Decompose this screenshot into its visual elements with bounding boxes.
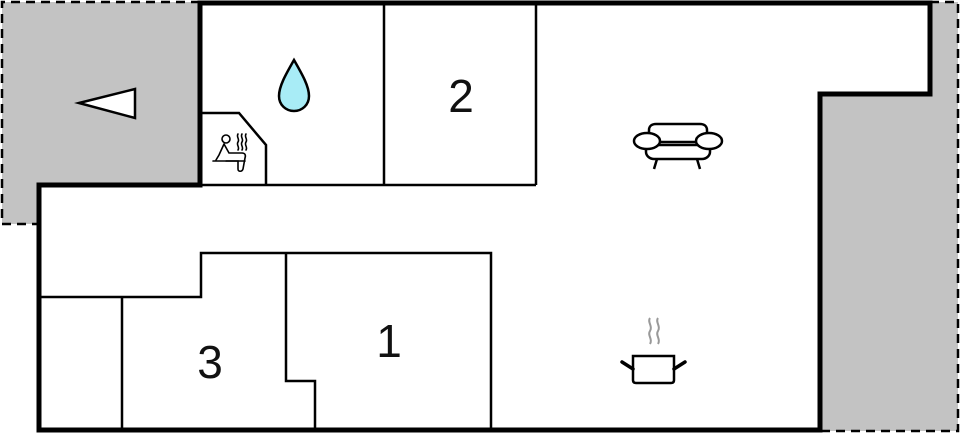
room-label-bedroom-1: 1 [376,315,402,367]
outer-wall [36,0,933,433]
water-drop-icon [277,57,311,113]
outdoor-terrace-left [0,0,200,226]
outdoor-terrace-right [820,0,960,433]
sofa-icon [632,122,724,170]
sauna-icon [212,133,248,173]
room-label-bedroom-3: 3 [197,336,223,388]
room-label-bedroom-2: 2 [448,70,474,122]
cooking-pot-icon [620,317,687,385]
interior-walls [39,3,538,430]
entrance-arrow-icon [74,87,137,120]
